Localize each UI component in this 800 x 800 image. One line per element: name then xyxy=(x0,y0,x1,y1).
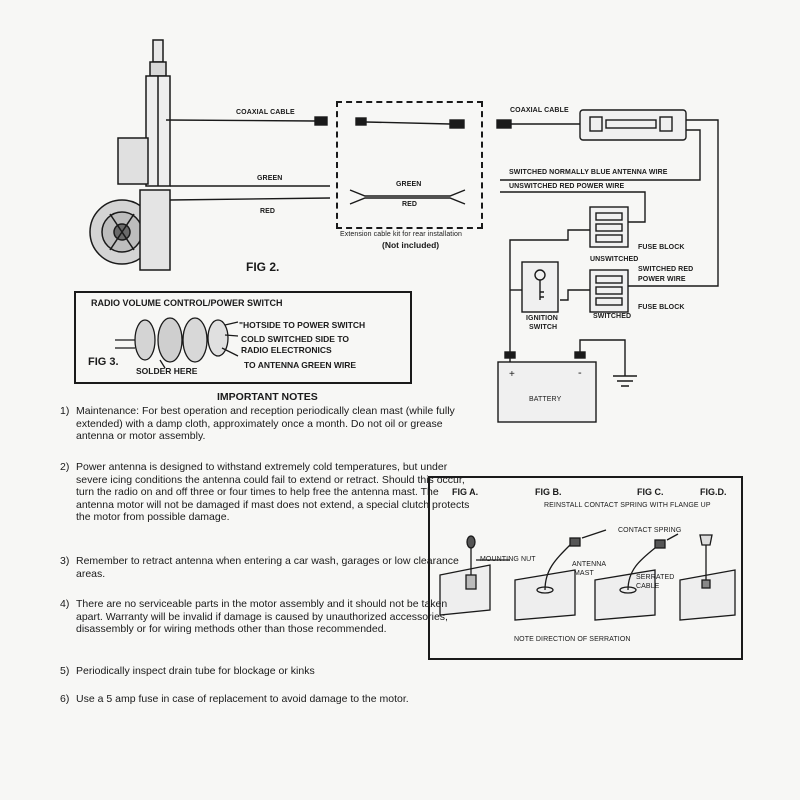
switched-red-label-2: POWER WIRE xyxy=(638,276,686,283)
note-2-number: 2) xyxy=(60,461,70,473)
extension-caption-note: (Not included) xyxy=(382,240,440,250)
fig2-title: FIG 2. xyxy=(246,260,280,274)
mounting-nut-label: MOUNTING NUT xyxy=(480,556,536,563)
antenna-mast-label-2: MAST xyxy=(574,570,594,577)
note-4-text: There are no serviceable parts in the mo… xyxy=(76,598,448,635)
switched-red-label-1: SWITCHED RED xyxy=(638,266,694,273)
green-wire-label: GREEN xyxy=(257,175,283,182)
fig3-box xyxy=(74,291,412,384)
ignition-label-1: IGNITION xyxy=(526,315,558,322)
fig-b-title: FIG B. xyxy=(535,487,562,497)
extension-cable-kit-box xyxy=(336,101,483,229)
notes-title: IMPORTANT NOTES xyxy=(217,391,318,403)
cold-side-label-2: RADIO ELECTRONICS xyxy=(241,345,332,355)
fuse-block-2-label: FUSE BLOCK xyxy=(638,304,685,311)
fig-c-title: FIG C. xyxy=(637,487,664,497)
cold-side-label-1: COLD SWITCHED SIDE TO xyxy=(241,334,349,344)
battery-minus: - xyxy=(578,367,582,379)
note-1-text: Maintenance: For best operation and rece… xyxy=(76,405,455,442)
note-5: 5) Periodically inspect drain tube for b… xyxy=(60,665,480,679)
reinstall-label: REINSTALL CONTACT SPRING WITH FLANGE UP xyxy=(544,502,711,509)
red-wire-label: RED xyxy=(260,208,276,215)
unswitched-label: UNSWITCHED xyxy=(590,256,639,263)
hot-side-label: "HOTSIDE TO POWER SWITCH xyxy=(239,320,366,330)
note-1: 1) Maintenance: For best operation and r… xyxy=(60,405,480,445)
note-3-text: Remember to retract antenna when enterin… xyxy=(76,555,459,580)
antenna-mast-label-1: ANTENNA xyxy=(572,561,607,568)
cold-side-label-3: TO ANTENNA GREEN WIRE xyxy=(244,360,357,370)
solder-here-label: SOLDER HERE xyxy=(136,366,198,376)
note-6-number: 6) xyxy=(60,693,70,705)
note-3-number: 3) xyxy=(60,555,70,567)
serrated-cable-label-2: CABLE xyxy=(636,583,660,590)
fig-d-title: FIG.D. xyxy=(700,487,727,497)
battery-label: BATTERY xyxy=(529,396,562,403)
note-2: 2) Power antenna is designed to withstan… xyxy=(60,461,480,541)
serration-note-label: NOTE DIRECTION OF SERRATION xyxy=(514,636,631,643)
note-5-number: 5) xyxy=(60,665,70,677)
fuse-block-1-label: FUSE BLOCK xyxy=(638,244,685,251)
note-3: 3) Remember to retract antenna when ente… xyxy=(60,555,480,583)
extension-red-label: RED xyxy=(402,201,418,208)
coaxial-cable-left xyxy=(165,119,316,122)
figs-abcd-box xyxy=(428,476,743,660)
note-4-number: 4) xyxy=(60,598,70,610)
mast-replacement-drawings xyxy=(439,529,736,621)
switched-blue-label: SWITCHED NORMALLY BLUE ANTENNA WIRE xyxy=(509,169,668,176)
unswitched-red-label: UNSWITCHED RED POWER WIRE xyxy=(509,183,625,190)
note-6-text: Use a 5 amp fuse in case of replacement … xyxy=(76,693,409,705)
note-2-text: Power antenna is designed to withstand e… xyxy=(76,461,470,523)
note-1-number: 1) xyxy=(60,405,70,417)
extension-green-label: GREEN xyxy=(396,181,422,188)
note-6: 6) Use a 5 amp fuse in case of replaceme… xyxy=(60,693,480,721)
note-4: 4) There are no serviceable parts in the… xyxy=(60,598,480,652)
switched-label: SWITCHED xyxy=(593,313,632,320)
battery-plus: + xyxy=(509,369,515,380)
serrated-cable-label-1: SERRATED xyxy=(636,574,675,581)
volume-control-drawing xyxy=(115,317,239,369)
ignition-label-2: SWITCH xyxy=(529,324,558,331)
fig3-title: FIG 3. xyxy=(88,356,119,368)
contact-spring-label: CONTACT SPRING xyxy=(618,527,682,534)
antenna-motor-assembly xyxy=(89,39,171,271)
fig-a-title: FIG A. xyxy=(452,487,479,497)
coaxial-cable-left-label: COAXIAL CABLE xyxy=(236,109,295,116)
fig3-header: RADIO VOLUME CONTROL/POWER SWITCH xyxy=(91,298,283,308)
extension-caption: Extension cable kit for rear installatio… xyxy=(340,231,462,238)
note-5-text: Periodically inspect drain tube for bloc… xyxy=(76,665,315,677)
coaxial-cable-right-label: COAXIAL CABLE xyxy=(510,107,569,114)
